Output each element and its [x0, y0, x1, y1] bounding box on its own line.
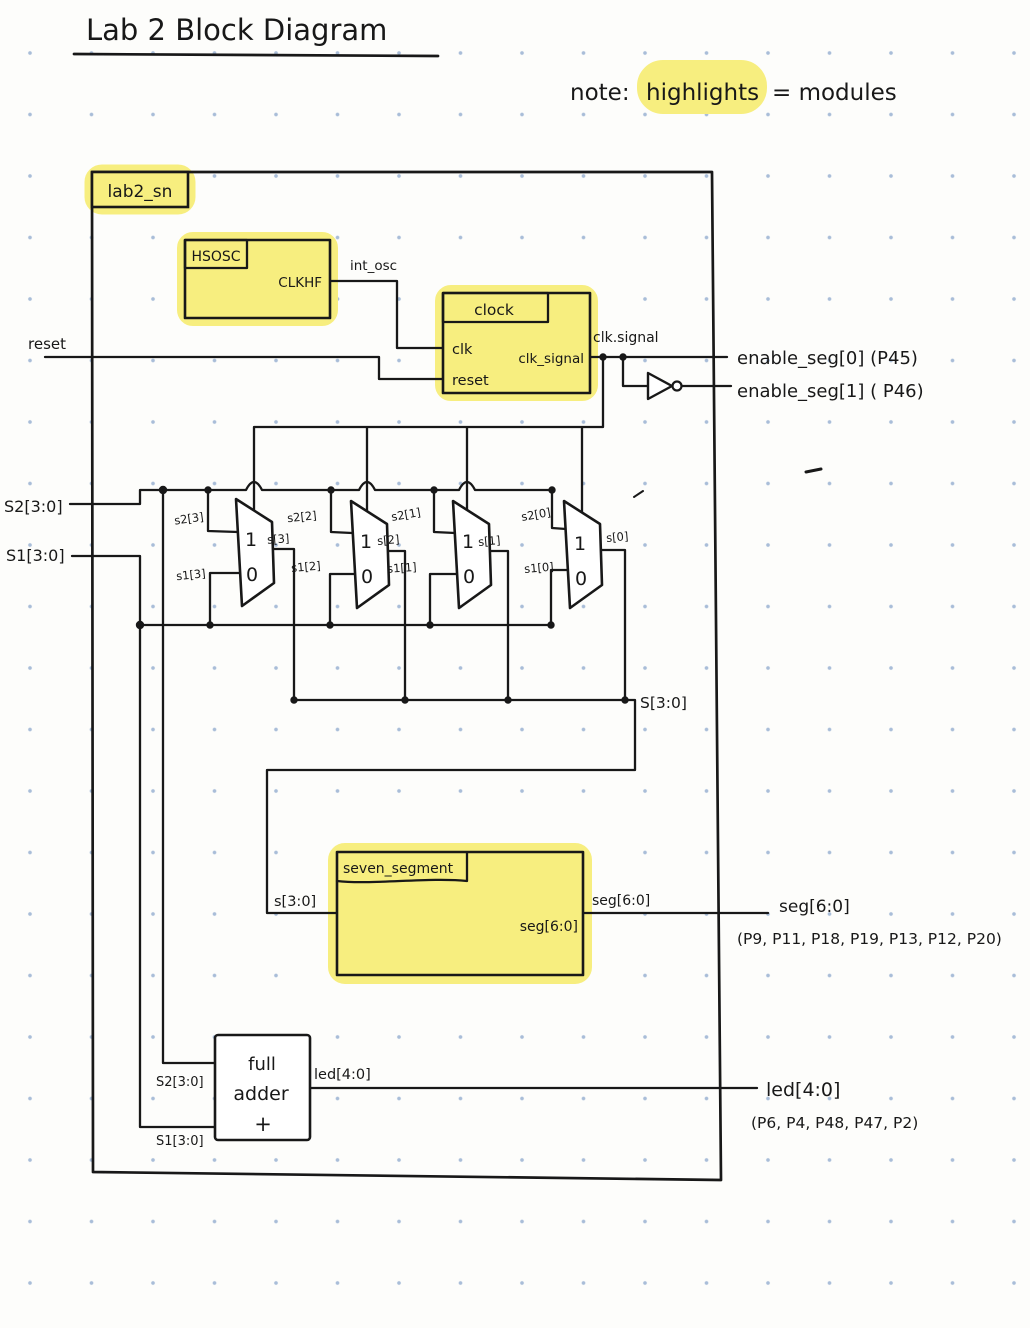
led-bus-output-label: led[4:0] — [766, 1079, 840, 1101]
mux-port-0: 0 — [246, 564, 258, 586]
mux-port-1: 1 — [574, 533, 586, 555]
seven-segment-port-seg: seg[6:0] — [520, 919, 578, 935]
wire-s2-descend — [161, 488, 217, 1065]
full-adder-input-s2-label: S2[3:0] — [156, 1075, 204, 1090]
wire-int-osc — [328, 279, 445, 350]
clock-port-reset: reset — [452, 373, 489, 389]
wire-mux-select — [252, 355, 605, 515]
wire-inverter-branch — [621, 355, 733, 388]
page-title: Lab 2 Block Diagram — [86, 13, 387, 47]
wire-s2-input — [68, 488, 165, 506]
full-adder-plus-sign: + — [254, 1112, 272, 1136]
inverter-triangle — [646, 371, 674, 401]
mux-in0-label: s1[0] — [524, 559, 555, 576]
mux-port-1: 1 — [245, 529, 257, 551]
wire-s-bus — [265, 698, 637, 915]
lab2sn-label-tab — [90, 170, 190, 209]
wire-s2-branches — [206, 488, 568, 535]
s2-bus-input-label: S2[3:0] — [4, 497, 63, 516]
mux-port-0: 0 — [575, 568, 587, 590]
full-adder-label-line2: adder — [233, 1083, 288, 1105]
mux-out-label: s[0] — [606, 529, 629, 545]
clock-module: clock clk reset clk_signal — [441, 291, 592, 395]
mux-port-1: 1 — [360, 531, 372, 553]
wire-s1-risers — [208, 568, 569, 627]
note-highlighted-word: highlights — [646, 80, 759, 106]
inverter-bubble — [671, 380, 683, 392]
int-osc-label: int_osc — [350, 258, 397, 274]
hsosc-box — [183, 238, 332, 320]
seg-pins-label: (P9, P11, P18, P19, P13, P12, P20) — [737, 930, 1002, 948]
hsosc-label-tab — [183, 238, 249, 270]
full-adder-box — [213, 1033, 312, 1142]
mux-body — [349, 499, 391, 610]
hsosc-module: HSOSC CLKHF — [183, 238, 332, 320]
mux-bit0: 1 0 s2[0] s1[0] s[0] — [520, 499, 629, 610]
mux-body — [451, 499, 493, 610]
clock-port-clk: clk — [452, 342, 473, 358]
clk-signal-wire-label: clk.signal — [593, 330, 659, 346]
mux-in1-label: s2[3] — [173, 510, 204, 528]
mux-port-1: 1 — [462, 531, 474, 553]
clock-label-tab — [441, 291, 550, 324]
title-underline — [72, 52, 440, 58]
lab2sn-label: lab2_sn — [108, 182, 173, 202]
wire-s2-distribution — [161, 480, 554, 492]
full-adder-module: full adder + — [213, 1033, 312, 1142]
mux-out-label: s[3] — [267, 531, 290, 547]
note-prefix: note: — [570, 80, 630, 106]
wire-junction-dots — [135, 353, 629, 704]
mux-in0-label: s1[3] — [175, 566, 206, 583]
lab2sn-module-outline — [90, 170, 723, 1182]
full-adder-label-line1: full — [248, 1054, 276, 1075]
mux-bit1: 1 0 s2[1] s1[1] s[1] — [387, 499, 501, 610]
enable-seg1-label: enable_seg[1] ( P46) — [737, 381, 924, 402]
mux-port-0: 0 — [463, 566, 475, 588]
mux-bit3: 1 0 s2[3] s1[3] s[3] — [173, 497, 290, 608]
mux-in1-label: s2[2] — [286, 508, 317, 525]
seven-segment-label-tab — [335, 851, 469, 884]
seg-bus-output-label: seg[6:0] — [779, 897, 850, 917]
clock-label: clock — [474, 301, 514, 319]
stray-pen-mark — [804, 467, 823, 474]
seg-wire-label: seg[6:0] — [592, 893, 650, 909]
reset-input-label: reset — [28, 335, 66, 353]
led-wire-label: led[4:0] — [314, 1067, 371, 1083]
wire-mux-outputs — [271, 547, 627, 702]
stray-pen-mark — [633, 490, 644, 498]
mux-out-label: s[2] — [377, 532, 400, 548]
seven-segment-label: seven_segment — [343, 861, 454, 877]
clock-port-clk-signal: clk_signal — [518, 351, 584, 367]
led-pins-label: (P6, P4, P48, P47, P2) — [751, 1114, 918, 1132]
full-adder-input-s1-label: S1[3:0] — [156, 1134, 204, 1149]
seven-segment-box — [335, 850, 585, 977]
wire-reset — [43, 355, 445, 381]
enable-seg0-label: enable_seg[0] (P45) — [737, 348, 918, 369]
seven-segment-module: seven_segment seg[6:0] — [335, 850, 585, 977]
wire-s1-input-descend — [70, 554, 217, 1129]
hsosc-label: HSOSC — [191, 249, 240, 265]
mux-body — [562, 499, 604, 610]
mux-in0-label: s1[1] — [387, 560, 418, 576]
mux-port-0: 0 — [361, 566, 373, 588]
note-suffix: = modules — [772, 80, 897, 106]
mux-in1-label: s2[1] — [390, 505, 422, 524]
hsosc-port-clkhf: CLKHF — [278, 275, 322, 291]
s1-bus-input-label: S1[3:0] — [6, 546, 65, 565]
s-bus-label: S[3:0] — [640, 694, 687, 712]
mux-in0-label: s1[2] — [291, 558, 322, 575]
mux-in1-label: s2[0] — [520, 505, 552, 524]
inverter-gate — [646, 371, 683, 401]
mux-bit2: 1 0 s2[2] s1[2] s[2] — [286, 499, 400, 610]
mux-out-label: s[1] — [478, 533, 501, 549]
s-bus-input-label: s[3:0] — [274, 894, 316, 910]
note-word-highlight — [637, 60, 767, 114]
mux-body — [234, 497, 276, 608]
